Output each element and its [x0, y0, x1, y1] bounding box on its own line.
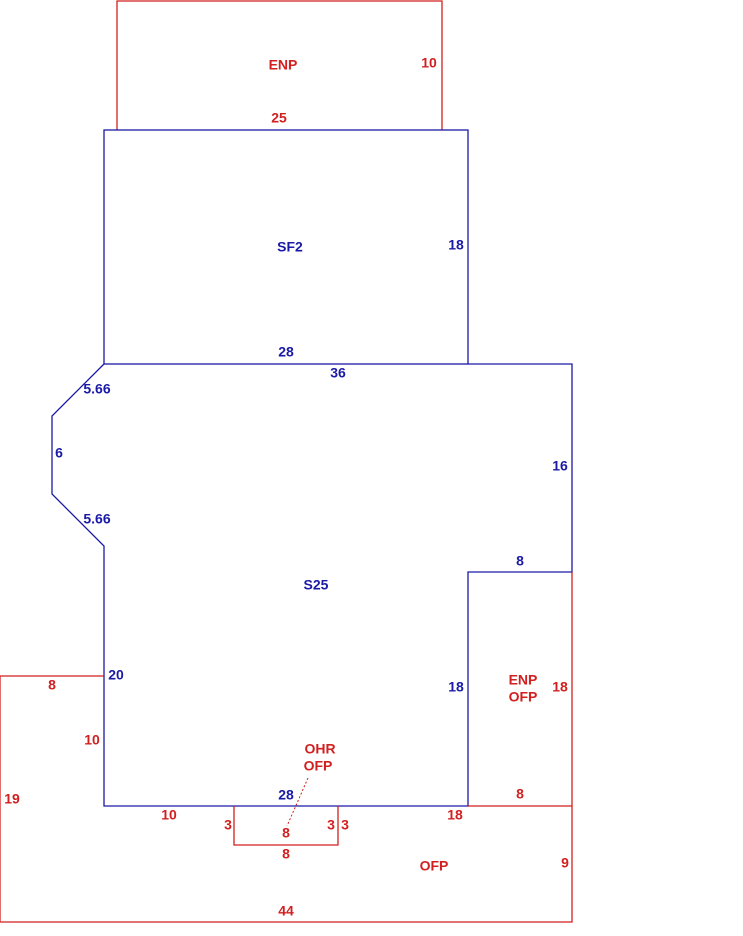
area-label-ofp-bottom: OFP	[420, 858, 449, 874]
dim-ofp-total-bottom: 44	[278, 903, 294, 919]
dim-enp-top-side: 10	[421, 55, 437, 71]
dim-ofp-left-top: 8	[48, 677, 56, 693]
dim-ofp-bottom-left: 10	[161, 807, 177, 823]
dim-s25-right-upper: 16	[552, 458, 568, 474]
area-label-enp-right-2: OFP	[509, 689, 538, 705]
ofp-outline	[0, 675, 573, 923]
dim-ohr-bottom-inner: 8	[282, 825, 290, 841]
dim-ohr-left: 3	[224, 817, 232, 833]
dim-enp-right-side: 18	[552, 679, 568, 695]
sf2-outline	[103, 129, 469, 365]
dim-s25-diag-upper: 5.66	[83, 381, 110, 397]
dim-sf2-side: 18	[448, 237, 464, 253]
area-label-enp-top: ENP	[269, 57, 298, 73]
dim-ofp-bottom-right-top: 18	[447, 807, 463, 823]
dim-sf2-bottom: 28	[278, 344, 294, 360]
dim-ofp-right: 9	[561, 855, 569, 871]
dim-ohr-right-outer: 3	[341, 817, 349, 833]
area-label-ohr-1: OHR	[304, 741, 335, 757]
dim-ohr-bottom: 8	[282, 846, 290, 862]
area-label-ohr-2: OFP	[304, 758, 333, 774]
dim-ofp-left-outer: 19	[4, 791, 20, 807]
dim-s25-notch-side: 18	[448, 679, 464, 695]
dim-s25-notch-top: 8	[516, 553, 524, 569]
dim-enp-top-bottom: 25	[271, 110, 287, 126]
dim-enp-right-bottom: 8	[516, 786, 524, 802]
dim-ohr-right-inner: 3	[327, 817, 335, 833]
area-label-s25: S25	[304, 577, 329, 593]
dim-s25-left: 20	[108, 667, 124, 683]
dim-s25-left-short: 6	[55, 445, 63, 461]
ohr-outline	[233, 806, 339, 846]
ohr-leader-line	[286, 777, 309, 827]
dim-ofp-left-inner: 10	[84, 732, 100, 748]
s25-outline	[51, 363, 573, 807]
dim-s25-bottom: 28	[278, 787, 294, 803]
enp-top-outline	[116, 0, 443, 130]
area-label-sf2: SF2	[277, 239, 303, 255]
area-label-enp-right-1: ENP	[509, 672, 538, 688]
dim-s25-diag-lower: 5.66	[83, 511, 110, 527]
dim-s25-top: 36	[330, 365, 346, 381]
